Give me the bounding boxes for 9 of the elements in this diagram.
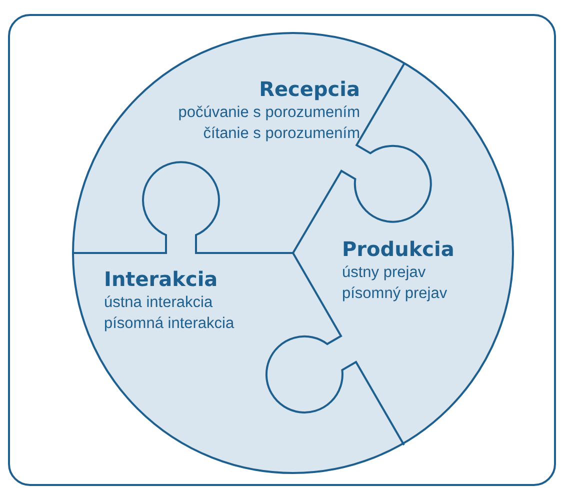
skill-text: ústny prejav [342, 263, 426, 283]
skill-text: ústna interakcia [104, 293, 213, 313]
skill-text: počúvanie s porozumením [178, 103, 360, 123]
piece-heading: Recepcia [259, 76, 360, 102]
skill-text: čítanie s porozumením [203, 124, 360, 144]
piece-heading: Produkcia [342, 236, 454, 262]
skill-text: písomná interakcia [104, 314, 234, 334]
piece-heading: Interakcia [104, 266, 218, 292]
skill-text: písomný prejav [342, 284, 448, 304]
